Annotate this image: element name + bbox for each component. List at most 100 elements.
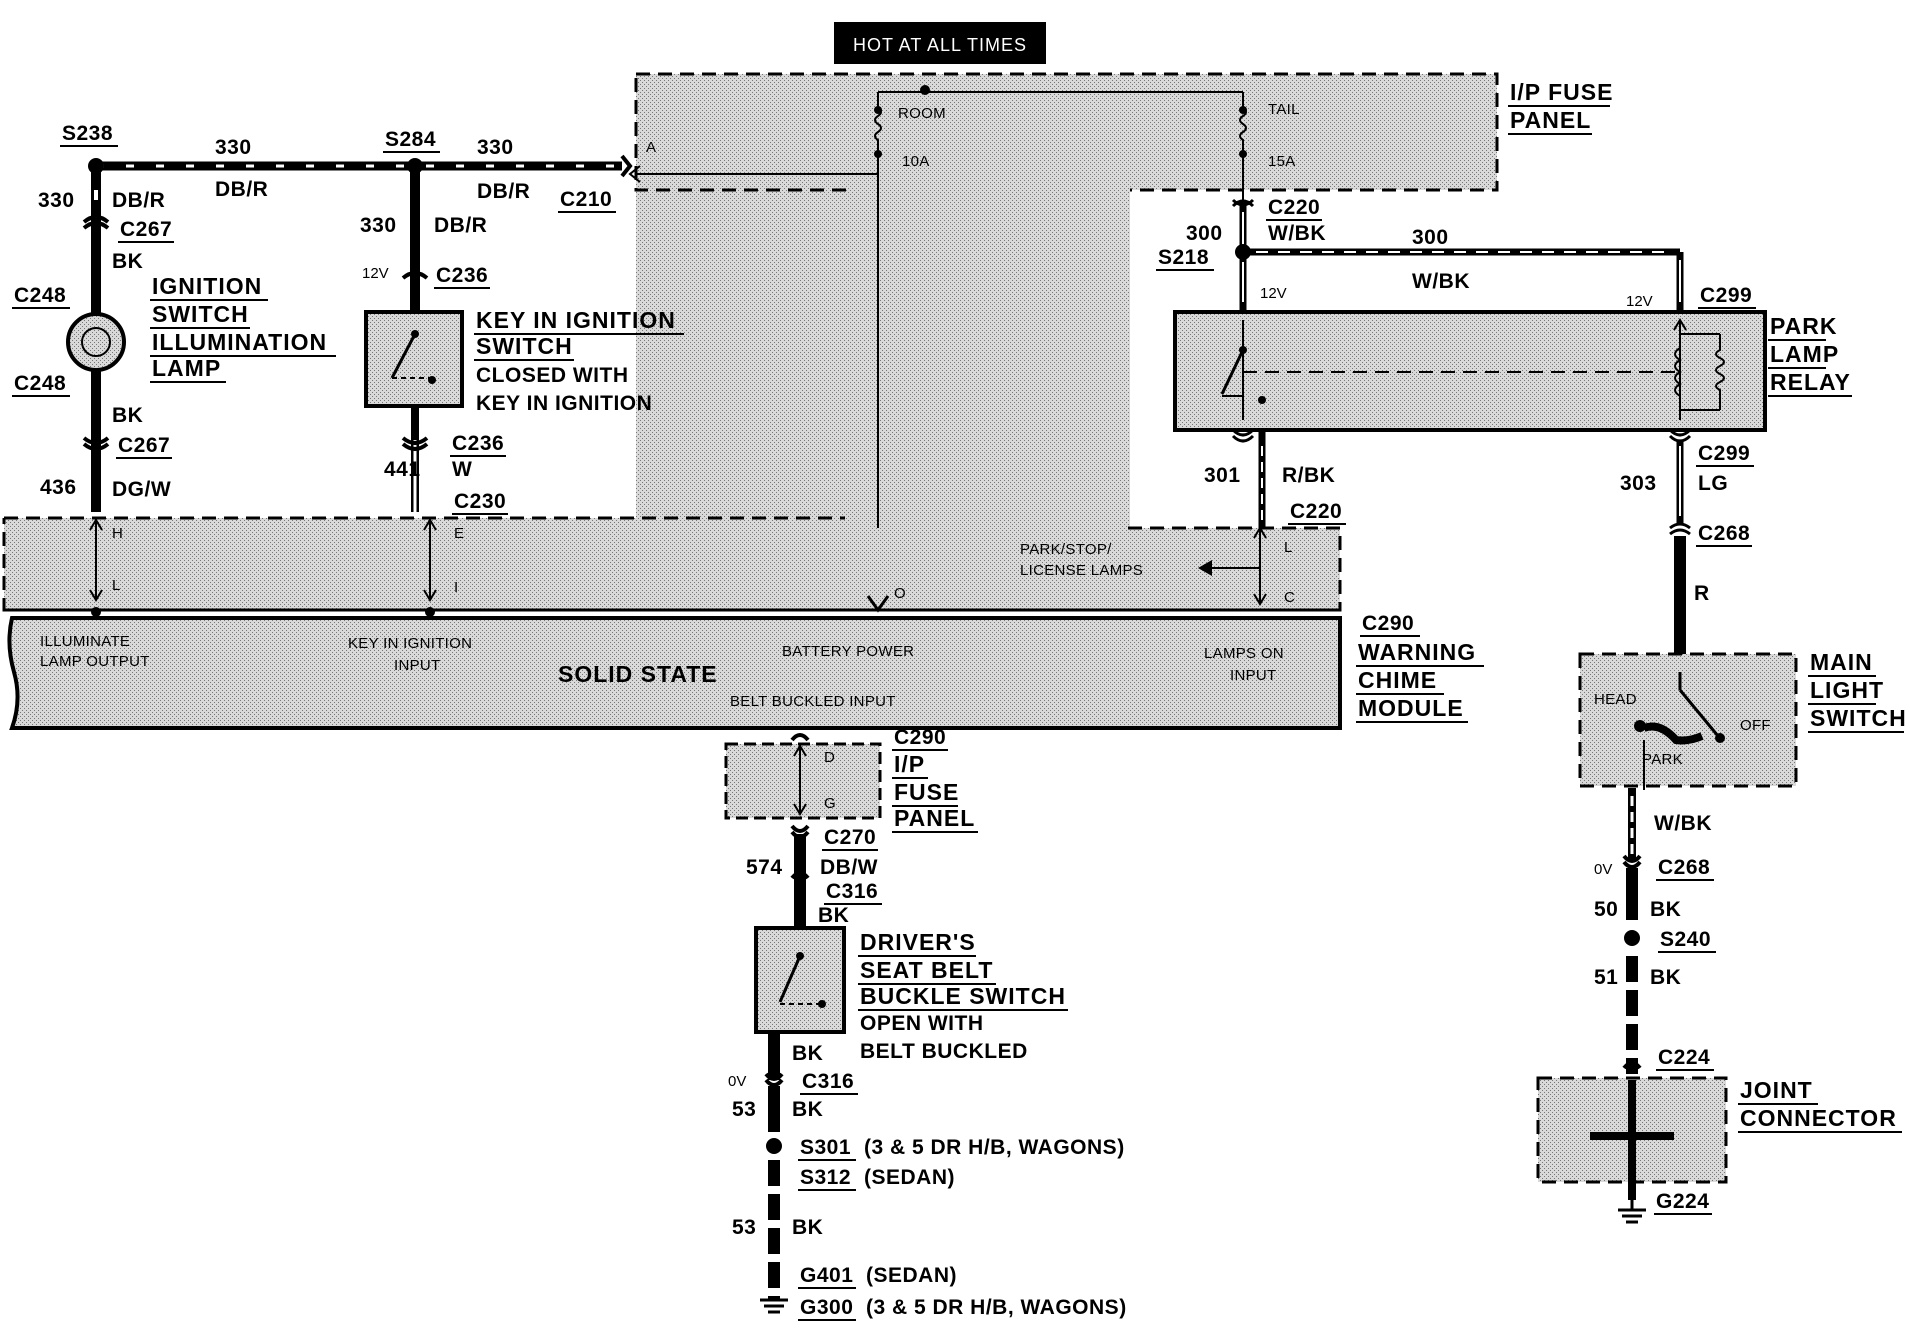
wire-label: I/P <box>894 751 925 777</box>
wire-label: S218 <box>1158 246 1209 269</box>
wire-label: C248 <box>14 284 66 307</box>
wire-label: C299 <box>1700 284 1752 307</box>
wire-label: LAMP <box>152 355 221 381</box>
wire-label: C236 <box>452 432 504 455</box>
wire-label: 12V <box>1626 293 1653 310</box>
wire-label: PARK <box>1642 751 1683 768</box>
wire-label: L <box>112 577 121 594</box>
wire-label: 10A <box>902 153 930 170</box>
wire-label: DG/W <box>112 478 171 501</box>
wire-label: S284 <box>385 128 436 151</box>
wire-label: PARK <box>1770 313 1837 339</box>
wire-label: PANEL <box>894 805 975 831</box>
wire-label: DB/R <box>112 189 165 212</box>
wire-label: IGNITION <box>152 273 262 299</box>
wire-label: 301 <box>1204 464 1241 487</box>
seat-belt-buckle-switch: C270 574 DB/W C316 BK DRIVER'S SEAT BELT… <box>728 824 1127 1321</box>
wire-label: DB/R <box>434 214 487 237</box>
wire-label: 574 <box>746 856 783 879</box>
wire-label: DRIVER'S <box>860 929 976 955</box>
wire-label: W <box>452 458 472 481</box>
wire-label: SWITCH <box>476 333 573 359</box>
wire-label: G <box>824 795 836 812</box>
wire-label: G300 <box>800 1296 853 1319</box>
wire-label: LIGHT <box>1810 677 1884 703</box>
wire-label: PARK/STOP/ <box>1020 541 1112 558</box>
wire-label: CONNECTOR <box>1740 1105 1897 1131</box>
wire-label: C220 <box>1268 196 1320 219</box>
wire-label: C224 <box>1658 1046 1710 1069</box>
wire-label: LICENSE LAMPS <box>1020 562 1143 579</box>
wire-label: DB/W <box>820 856 878 879</box>
wire-label: BK <box>818 904 849 927</box>
wire-label: 436 <box>40 476 77 499</box>
wire-label: OPEN WITH <box>860 1012 984 1035</box>
wire-label: S312 <box>800 1166 851 1189</box>
wire-label: I/P FUSE <box>1510 79 1613 105</box>
wire-label: BK <box>792 1042 823 1065</box>
wire-label: (3 & 5 DR H/B, WAGONS) <box>864 1136 1125 1159</box>
wire-label: LAMPS ON <box>1204 645 1284 662</box>
wire-label: (SEDAN) <box>866 1264 957 1287</box>
wire-label: BELT BUCKLED INPUT <box>730 693 896 710</box>
wire-label: 300 <box>1186 222 1223 245</box>
wire-label: SWITCH <box>152 301 249 327</box>
wire-label: 330 <box>360 214 397 237</box>
wire-label: 12V <box>1260 285 1287 302</box>
wire-label: ILLUMINATE <box>40 633 130 650</box>
wire-label: S301 <box>800 1136 851 1159</box>
wire-label: 330 <box>215 136 252 159</box>
wire-label: E <box>454 525 464 542</box>
wire-label: W/BK <box>1268 222 1326 245</box>
warning-chime-module: ILLUMINATE LAMP OUTPUT KEY IN IGNITION I… <box>7 595 1484 730</box>
wire-label: KEY IN IGNITION <box>348 635 472 652</box>
wire-label: WARNING <box>1358 639 1476 665</box>
wire-label: 300 <box>1412 226 1449 249</box>
wire-label: L <box>1284 539 1293 556</box>
wire-label: JOINT <box>1740 1077 1813 1103</box>
wire-label: C230 <box>454 490 506 513</box>
wire-label: 0V <box>728 1073 746 1090</box>
wire-label: LAMP <box>1770 341 1839 367</box>
wire-label: (SEDAN) <box>864 1166 955 1189</box>
wire-label: 53 <box>732 1098 756 1121</box>
wire-label: BK <box>112 404 143 427</box>
wire-label: C316 <box>826 880 878 903</box>
wire-label: C <box>1284 589 1295 606</box>
wire-label: (3 & 5 DR H/B, WAGONS) <box>866 1296 1127 1319</box>
wire-label: A <box>646 139 656 156</box>
wire-label: SWITCH <box>1810 705 1907 731</box>
wire-label: FUSE <box>894 779 959 805</box>
wire-label: C267 <box>118 434 170 457</box>
wire-label: C220 <box>1290 500 1342 523</box>
wire-label: ILLUMINATION <box>152 329 327 355</box>
wire-label: S238 <box>62 122 113 145</box>
wire-label: C316 <box>802 1070 854 1093</box>
wire-label: OFF <box>1740 717 1771 734</box>
wire-label: C299 <box>1698 442 1750 465</box>
wire-label: INPUT <box>1230 667 1277 684</box>
wire-label: G224 <box>1656 1190 1709 1213</box>
hot-at-all-times-label: HOT AT ALL TIMES <box>834 22 1046 64</box>
wire-label: HEAD <box>1594 691 1637 708</box>
wire-label: SEAT BELT <box>860 957 993 983</box>
wire-label: 0V <box>1594 861 1612 878</box>
key-in-ignition-switch: 330 DB/R 12V C236 KEY IN IGNITION SWITCH… <box>360 166 684 515</box>
wire-label: LG <box>1698 472 1728 495</box>
wire-label: C210 <box>560 188 612 211</box>
wire-label: DB/R <box>215 178 268 201</box>
wire-label: MAIN <box>1810 649 1873 675</box>
wire-label: 330 <box>38 189 75 212</box>
wire-label: R/BK <box>1282 464 1335 487</box>
ignition-illumination-lamp: 330 DB/R C267 BK C248 C248 IGNITION SWIT… <box>12 166 336 512</box>
wire-label: C270 <box>824 826 876 849</box>
wire-label: BUCKLE SWITCH <box>860 983 1066 1009</box>
wire-label: C268 <box>1658 856 1710 879</box>
wire-label: D <box>824 749 835 766</box>
wire-label: RELAY <box>1770 369 1851 395</box>
wire-label: C268 <box>1698 522 1750 545</box>
wire-label: C248 <box>14 372 66 395</box>
wire-label: SOLID STATE <box>558 661 718 687</box>
wire-label: BELT BUCKLED <box>860 1040 1028 1063</box>
wire-label: CHIME <box>1358 667 1437 693</box>
